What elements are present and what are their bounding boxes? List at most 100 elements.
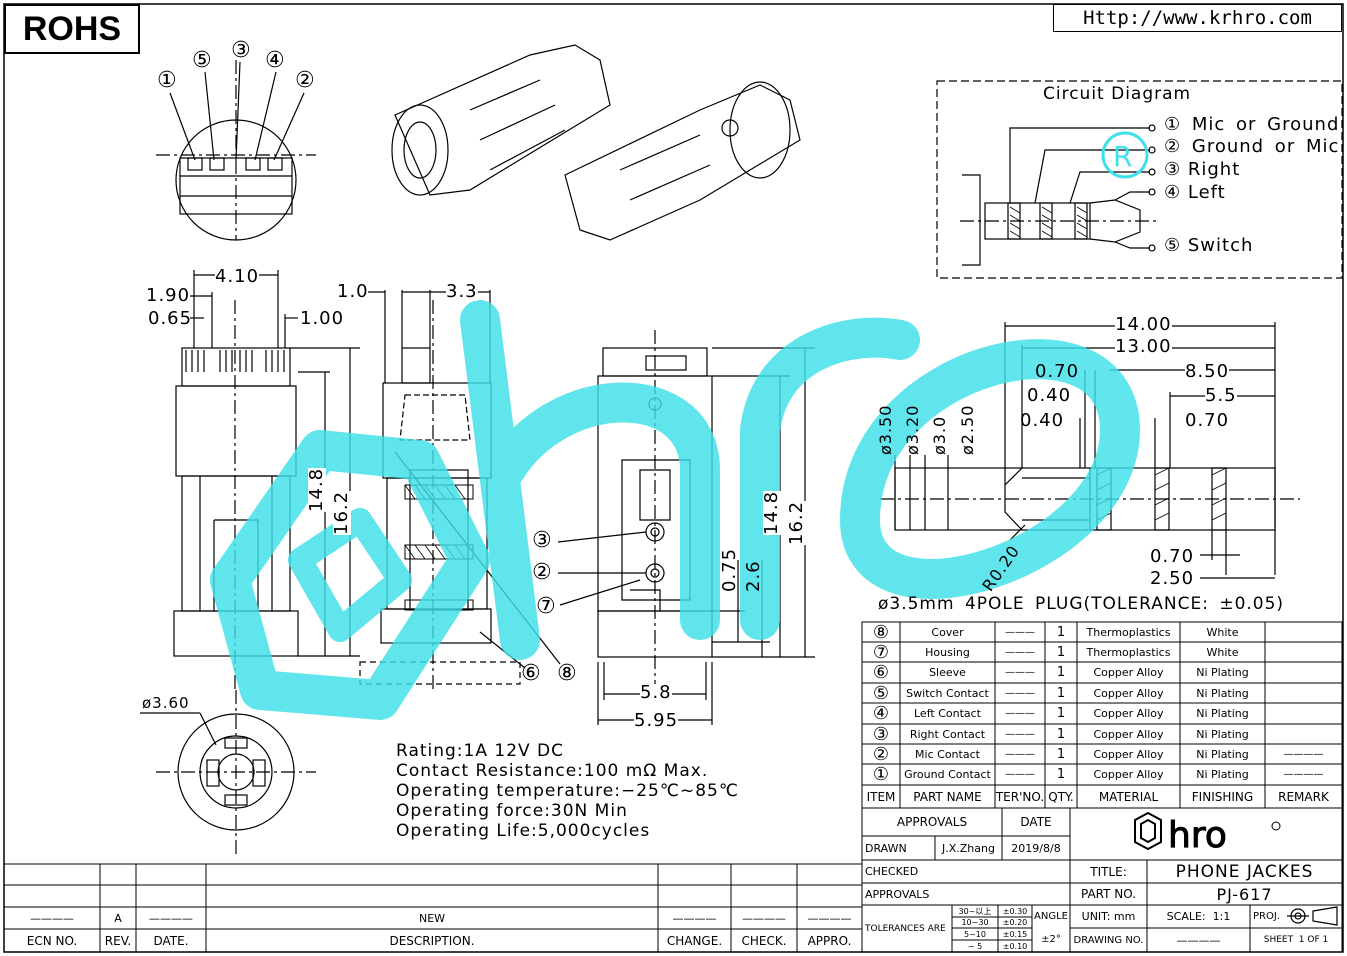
bom-cell-finishing: Ni Plating: [1196, 727, 1249, 741]
rev-header-rev: REV.: [104, 933, 132, 948]
circuit-pin-5: ⑤ Switch: [1164, 235, 1254, 256]
callout-3: ③: [231, 38, 251, 63]
bom-cell-material: Copper Alloy: [1093, 666, 1164, 679]
circuit-pin-4: ④ Left: [1164, 182, 1226, 203]
callout-rear-7: ⑦: [536, 594, 556, 619]
callout-6: ⑥: [521, 661, 541, 686]
spec-force: Operating force:30N Min: [396, 801, 628, 821]
tb-tol-value-2: ±0.20: [1002, 918, 1028, 927]
hro-logo: hro: [1134, 811, 1281, 857]
bom-cell-finishing: Ni Plating: [1196, 666, 1249, 679]
tb-scale: SCALE: 1:1: [1166, 910, 1231, 923]
bom-cell-ter: ———: [1005, 748, 1035, 760]
revision-grid: [4, 863, 862, 952]
bom-cell-material: Copper Alloy: [1093, 707, 1164, 720]
bom-cell-ter: ———: [1005, 687, 1035, 699]
bom-header-material: MATERIAL: [1098, 789, 1159, 804]
bom-cell-item: ②: [872, 743, 890, 765]
dim-plug-070b: 0.70: [1185, 410, 1230, 431]
dim-front-190: 1.90: [146, 285, 191, 306]
svg-text:R: R: [1113, 140, 1132, 173]
bom-cell-material: Copper Alloy: [1093, 768, 1164, 781]
rev-ecn: ————: [30, 911, 74, 925]
dim-plug-55: 5.5: [1205, 385, 1237, 406]
iso-view: [391, 44, 801, 241]
bom-cell-item: ④: [872, 703, 890, 724]
bom-cell-item: ③: [872, 723, 890, 745]
bom-cell-remark: [1265, 683, 1342, 703]
circuit-diagram: [936, 80, 1343, 279]
circuit-pin-3: ③ Right: [1164, 159, 1241, 180]
bom-cell-item: ①: [872, 764, 890, 785]
tb-sheet: SHEET 1 OF 1: [1263, 935, 1329, 945]
bom-cell-qty: 1: [1056, 685, 1066, 701]
bom-cell-finishing: White: [1206, 625, 1239, 639]
tb-tol-value-4: ±0.10: [1002, 941, 1028, 951]
tb-drawn-label: DRAWN: [865, 841, 907, 855]
tb-drawing-no: ————: [1176, 933, 1221, 947]
dim-rear-162: 16.2: [786, 500, 807, 545]
bom-header-finishing: FINISHING: [1191, 789, 1254, 804]
rev-header-change: CHANGE.: [666, 933, 723, 948]
bom-cell-name: Sleeve: [929, 666, 966, 679]
dim-plug-1300: 13.00: [1115, 336, 1172, 357]
dim-side-10: 1.0: [337, 281, 369, 302]
bom-cell-item: ⑦: [872, 641, 890, 663]
dim-plug-070a: 0.70: [1035, 361, 1080, 382]
bom-cell-name: Left Contact: [914, 707, 981, 720]
bom-cell-remark: ————: [1283, 769, 1324, 780]
specifications: Rating:1A 12V DC Contact Resistance:100 …: [396, 741, 739, 841]
tb-unit: UNIT: mm: [1081, 910, 1136, 923]
dim-front-100: 1.00: [300, 308, 345, 329]
tb-drawn-by: J.X.Zhang: [942, 841, 995, 855]
bom-cell-qty: 1: [1056, 665, 1066, 680]
dim-front-148: 14.8: [306, 467, 327, 512]
tb-angle-label: ANGLE: [1034, 910, 1068, 922]
tb-part-label: PART NO.: [1080, 887, 1137, 901]
rev-header-check: CHECK.: [741, 933, 787, 948]
spec-resistance: Contact Resistance:100 mΩ Max.: [396, 761, 709, 781]
plug-caption: ø3.5mm 4POLE PLUG(TOLERANCE: ±0.05): [878, 594, 1285, 614]
bom-header-part: PART NAME: [913, 789, 982, 804]
tb-tol-range-2: 10~30: [961, 918, 989, 927]
dim-plug-070c: 0.70: [1150, 546, 1195, 567]
tb-part-no: PJ-617: [1216, 884, 1273, 904]
dim-rear-148: 14.8: [761, 490, 782, 535]
spec-temperature: Operating temperature:−25℃~85℃: [396, 781, 739, 801]
bom-cell-ter: ———: [1005, 626, 1035, 638]
dim-plug-040b: 0.40: [1020, 410, 1065, 431]
bom-cell-qty: 1: [1056, 726, 1066, 742]
tb-drawing-no-label: DRAWING NO.: [1073, 934, 1144, 946]
bom-cell-qty: 1: [1056, 767, 1066, 782]
bom-header-ter: TER'NO.: [995, 789, 1045, 804]
rev-rev: A: [114, 911, 122, 925]
bom-header-item: ITEM: [866, 789, 896, 804]
bom-cell-material: Copper Alloy: [1093, 727, 1164, 741]
tb-title-label: TITLE:: [1090, 864, 1127, 879]
bom-cell-remark: [1265, 703, 1342, 724]
bom-cell-qty: 1: [1056, 644, 1066, 660]
dim-rear-26: 2.6: [743, 560, 764, 592]
dim-side-33: 3.3: [446, 281, 478, 302]
callout-rear-2: ②: [532, 560, 552, 585]
bom-cell-remark: ————: [1283, 748, 1324, 760]
callout-8: ⑧: [557, 661, 577, 686]
tb-approvals2-label: APPROVALS: [865, 887, 930, 901]
dim-front-410: 4.10: [215, 266, 260, 287]
dim-rear-595: 5.95: [634, 710, 679, 731]
rev-change: ————: [672, 911, 717, 925]
bom-cell-item: ⑧: [872, 621, 890, 643]
callout-4: ④: [265, 48, 285, 73]
bom-cell-remark: [1265, 642, 1342, 662]
bom-cell-item: ⑤: [872, 682, 890, 704]
bom-cell-material: Copper Alloy: [1093, 747, 1164, 761]
rev-desc: NEW: [418, 911, 446, 925]
registered-mark-icon: R: [1101, 131, 1149, 179]
tb-checked-label: CHECKED: [865, 865, 919, 878]
bom-cell-remark: [1265, 662, 1342, 683]
tb-drawn-date: 2019/8/8: [1011, 841, 1061, 855]
dim-bottom-dia: ø3.60: [142, 694, 190, 712]
callout-rear-3: ③: [532, 528, 552, 553]
circuit-title: Circuit Diagram: [1043, 84, 1192, 104]
